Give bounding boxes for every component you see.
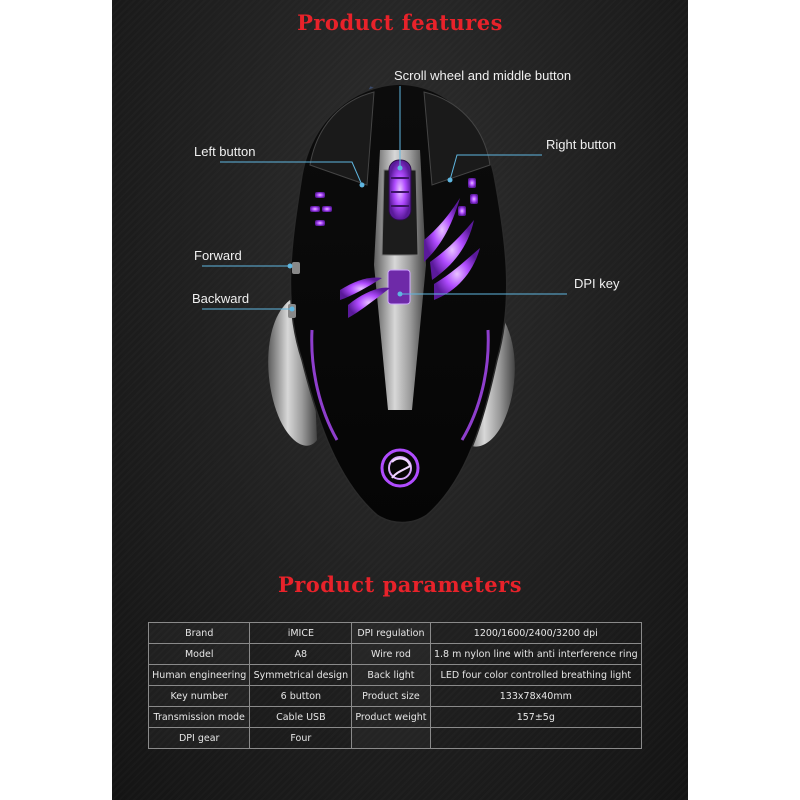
table-row: Brand iMICE DPI regulation 1200/1600/240… [147, 622, 643, 644]
table-row: Transmission mode Cable USB Product weig… [147, 706, 643, 728]
param-key: Product size [351, 685, 431, 707]
callout-right-button: Right button [546, 137, 617, 152]
dpi-key [387, 269, 411, 305]
claw-mark-1 [424, 198, 460, 262]
table-row: DPI gear Four [147, 727, 643, 749]
param-value: Cable USB [249, 706, 353, 728]
callout-backward: Backward [192, 291, 250, 306]
callout-dots [287, 165, 453, 312]
parameters-table: Brand iMICE DPI regulation 1200/1600/240… [147, 622, 643, 749]
param-value: 133x78x40mm [429, 685, 643, 707]
param-value: Four [249, 727, 353, 749]
param-key: DPI regulation [351, 622, 431, 644]
param-key: Product weight [351, 706, 431, 728]
param-key: Transmission mode [147, 706, 251, 728]
param-value: iMICE [249, 622, 353, 644]
features-heading: Product features [297, 10, 503, 35]
param-key: Wire rod [351, 643, 431, 665]
claw-mark-4 [348, 287, 390, 318]
claw-mark-5 [340, 277, 382, 300]
claw-mark-2 [430, 220, 474, 280]
table-row: Model A8 Wire rod 1.8 m nylon line with … [147, 643, 643, 665]
table-row: Human engineering Symmetrical design Bac… [147, 664, 643, 686]
callout-forward: Forward [194, 248, 242, 263]
right-button-shape [423, 91, 491, 186]
param-value: LED four color controlled breathing ligh… [429, 664, 643, 686]
callout-dpi-key: DPI key [574, 276, 620, 291]
param-key: Brand [147, 622, 251, 644]
param-value: 1200/1600/2400/3200 dpi [429, 622, 643, 644]
param-key: Key number [147, 685, 251, 707]
claw-mark-3 [434, 248, 480, 300]
param-key: Back light [351, 664, 431, 686]
param-value [429, 727, 643, 749]
param-value: 6 button [249, 685, 353, 707]
param-key: Human engineering [147, 664, 251, 686]
mouse-illustration [202, 83, 567, 524]
param-value: 1.8 m nylon line with anti interference … [429, 643, 643, 665]
param-value: Symmetrical design [249, 664, 353, 686]
parameters-heading: Product parameters [277, 572, 523, 597]
forward-side-button [292, 262, 300, 274]
callout-scroll-wheel: Scroll wheel and middle button [394, 68, 572, 83]
param-value: 157±5g [429, 706, 643, 728]
logo-ring [380, 448, 420, 488]
table-row: Key number 6 button Product size 133x78x… [147, 685, 643, 707]
param-key: DPI gear [147, 727, 251, 749]
param-key [351, 727, 431, 749]
param-value: A8 [249, 643, 353, 665]
callout-lines [202, 86, 567, 310]
param-key: Model [147, 643, 251, 665]
callout-left-button: Left button [194, 144, 256, 159]
product-panel: Product features [112, 0, 688, 800]
